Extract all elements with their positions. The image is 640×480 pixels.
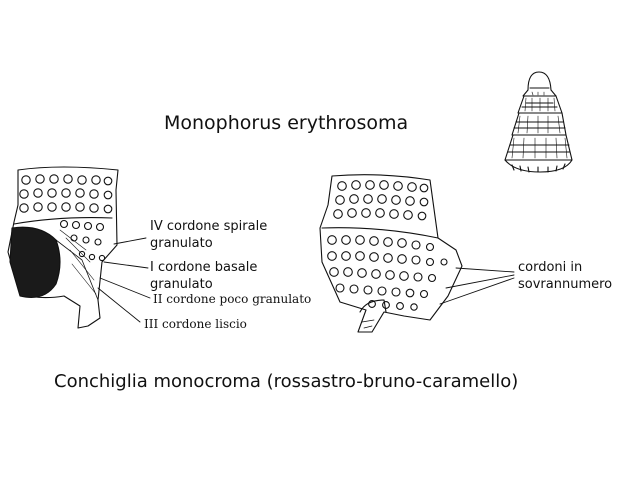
label-supernumerary-line-1: cordoni in: [518, 260, 583, 275]
label-cord-i-line-2: granulato: [150, 277, 213, 292]
label-cord-iv: IV cordone spirale granulato: [150, 218, 267, 252]
right-shell-fragment-illustration: [319, 174, 463, 333]
label-cord-i: I cordone basale granulato: [150, 259, 257, 293]
left-shell-pointer-lines: [97, 237, 151, 323]
label-cord-iii: III cordone liscio: [144, 317, 247, 331]
label-supernumerary-line-2: sovrannumero: [518, 277, 613, 292]
whole-shell-thumbnail-illustration: [504, 71, 573, 173]
diagram-title: Monophorus erythrosoma: [164, 112, 409, 134]
label-cord-ii: II cordone poco granulato: [153, 292, 312, 306]
right-shell-pointer-lines: [439, 267, 515, 305]
label-cord-iv-line-1: IV cordone spirale: [150, 219, 268, 234]
label-cord-i-line-1: I cordone basale: [150, 260, 258, 275]
label-supernumerary-cords: cordoni in sovrannumero: [518, 259, 612, 293]
label-cord-iv-line-2: granulato: [150, 236, 213, 251]
left-shell-fragment-illustration: [7, 166, 119, 329]
diagram-caption: Conchiglia monocroma (rossastro-bruno-ca…: [54, 371, 519, 392]
